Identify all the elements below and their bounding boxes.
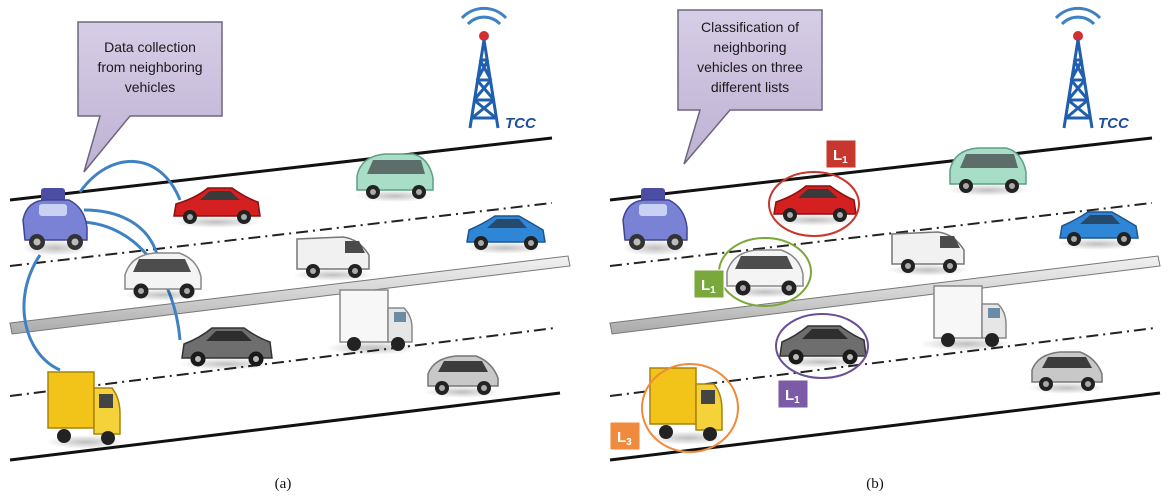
badge-l1-purple: L1 — [777, 379, 809, 409]
panel-a: Data collection from neighboring vehicle… — [9, 6, 571, 492]
arc-to-red-car — [78, 159, 182, 201]
callout-line: different lists — [711, 79, 789, 95]
yellow-truck-icon — [648, 367, 728, 445]
road-a — [9, 136, 571, 462]
panel-b: Classification of neighboring vehicles o… — [609, 6, 1161, 492]
lane-divider — [609, 202, 1153, 267]
svg-text:L3: L3 — [617, 429, 632, 448]
badge-l1-red: L1 — [825, 139, 857, 169]
tcc-label: TCC — [505, 115, 537, 132]
median-barrier — [9, 255, 571, 335]
callout-b: Classification of neighboring vehicles o… — [677, 9, 823, 165]
road-top-edge — [9, 136, 553, 202]
badge-l3-orange: L3 — [609, 421, 641, 451]
badge-subscript: 3 — [626, 437, 632, 448]
svg-text:L1: L1 — [833, 147, 848, 166]
badge-subscript: 1 — [794, 395, 800, 406]
tcc-tower-icon — [1054, 6, 1102, 129]
svg-text:L1: L1 — [701, 277, 716, 296]
svg-text:L1: L1 — [785, 387, 800, 406]
arc-to-truck — [22, 254, 61, 372]
white-car-icon — [725, 249, 805, 298]
grey-sedan-icon — [778, 325, 867, 368]
white-car-icon — [123, 252, 203, 301]
mint-car-icon — [948, 147, 1028, 196]
silver-hatchback-icon — [1028, 351, 1104, 394]
tcc-tower-icon — [460, 6, 508, 129]
lane-divider — [9, 327, 556, 397]
list-l1-red-ring — [768, 171, 860, 237]
arc-to-white-car — [83, 208, 160, 259]
badge-letter: L — [701, 277, 710, 294]
road-b — [609, 136, 1161, 462]
mint-car-icon — [355, 153, 435, 202]
callout-line: vehicles on three — [697, 59, 803, 75]
blue-car-icon — [21, 188, 89, 256]
median-barrier — [609, 255, 1161, 335]
white-van-icon — [293, 236, 373, 281]
callout-line: neighboring — [713, 39, 786, 55]
red-car-icon — [770, 185, 858, 226]
badge-l1-green: L1 — [693, 269, 725, 299]
red-car-icon — [172, 187, 261, 228]
yellow-truck-icon — [46, 371, 126, 449]
blue-coupe-icon — [1058, 211, 1139, 250]
silver-hatchback-icon — [424, 355, 500, 398]
tcc-label: TCC — [1098, 115, 1130, 132]
road-bottom-edge — [9, 391, 561, 462]
callout-line: Classification of — [701, 19, 799, 35]
badge-letter: L — [833, 147, 842, 164]
callout-line: from neighboring — [97, 59, 202, 75]
callout-a: Data collection from neighboring vehicle… — [77, 21, 223, 173]
badge-letter: L — [785, 387, 794, 404]
badge-letter: L — [617, 429, 626, 446]
lane-divider — [609, 327, 1156, 397]
road-bottom-edge — [609, 391, 1161, 462]
grey-sedan-icon — [180, 327, 273, 370]
blue-coupe-icon — [465, 215, 546, 254]
white-van-icon — [888, 231, 968, 276]
panel-caption: (a) — [275, 476, 292, 492]
badge-subscript: 1 — [710, 285, 716, 296]
callout-line: vehicles — [125, 79, 176, 95]
white-truck-icon — [326, 289, 418, 355]
list-l1-purple-ring — [775, 313, 869, 379]
road-top-edge — [609, 136, 1153, 202]
badge-subscript: 1 — [842, 155, 848, 166]
white-truck-icon — [920, 285, 1012, 351]
lane-divider — [9, 202, 553, 267]
list-l3-orange-ring — [641, 363, 739, 453]
blue-car-icon — [621, 188, 689, 256]
callout-line: Data collection — [104, 39, 196, 55]
panel-caption: (b) — [866, 476, 884, 492]
